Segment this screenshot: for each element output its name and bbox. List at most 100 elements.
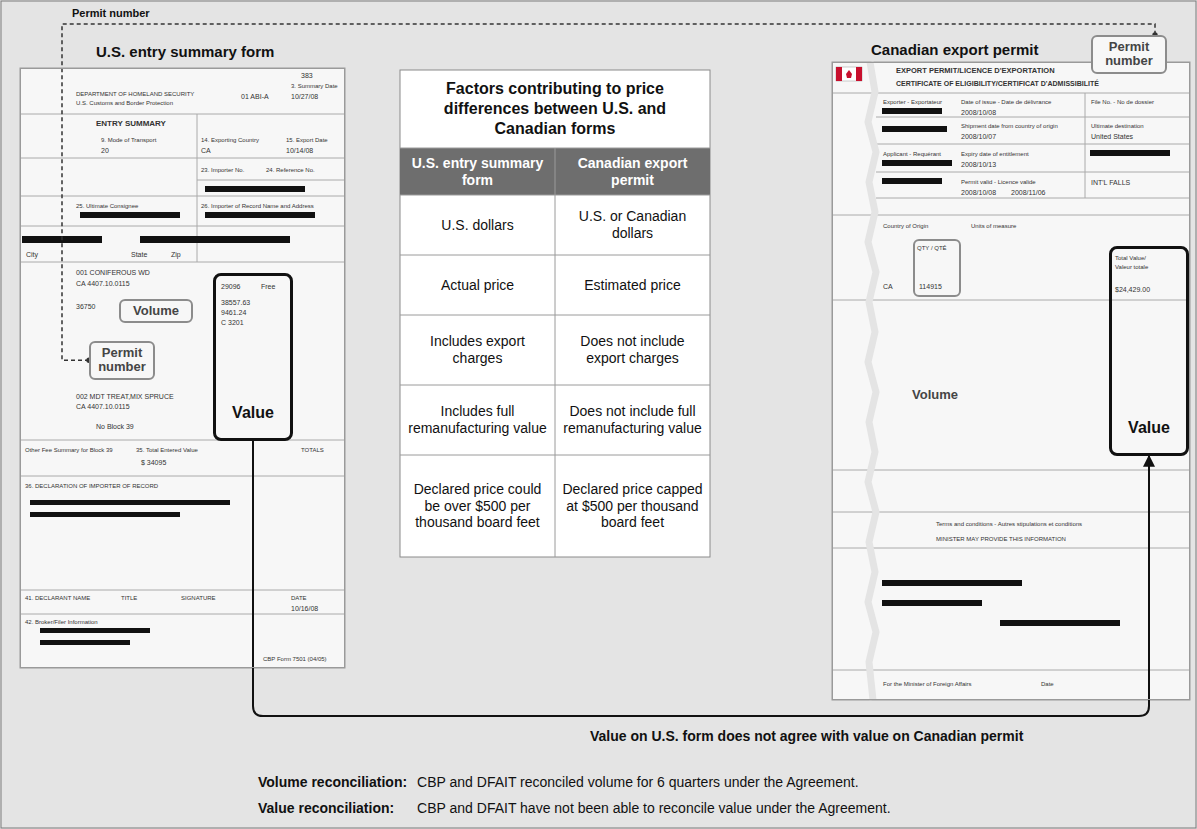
form-field-text: 42. Broker/Filer Information: [25, 619, 98, 626]
callout-label: Volume: [912, 388, 958, 403]
form-field-text: Exporter - Exportateur: [883, 99, 942, 106]
note-text: Volume reconciliation:: [258, 774, 407, 790]
form-field-text: 9461.24: [221, 309, 246, 317]
table-cell: Includes full remanufacturing value: [400, 385, 555, 455]
torn-edge: [868, 62, 876, 700]
form-field-text: U.S. Customs and Border Protection: [76, 100, 173, 107]
callout-box: Permit number: [1091, 35, 1167, 74]
form-field-text: 36750: [76, 303, 95, 311]
form-field-text: File No. - No de dossier: [1091, 99, 1154, 106]
form-field-text: 10/27/08: [291, 93, 318, 101]
table-header-cell: Canadian export permit: [555, 148, 710, 195]
redaction-bars: [22, 186, 315, 645]
form-field-text: 15. Export Date: [286, 137, 328, 144]
form-field-text: 10/14/08: [286, 147, 313, 155]
form-field-text: 25. Ultimate Consignee: [76, 203, 138, 210]
flag: [836, 67, 862, 81]
form-field-text: QTY / QTÉ: [917, 245, 947, 252]
table-ground: [400, 70, 710, 557]
form-field-text: Date: [1041, 681, 1054, 688]
callout-label: Volume: [126, 304, 186, 318]
note-text: CBP and DFAIT have not been able to reco…: [417, 800, 890, 816]
flag-bar: [856, 67, 862, 81]
form-field-text: CBP Form 7501 (04/05): [263, 656, 327, 663]
table-cell: Does not include full remanufacturing va…: [555, 385, 710, 455]
form-field-text: EXPORT PERMIT/LICENCE D'EXPORTATION: [896, 67, 1055, 76]
form-field-text: 9. Mode of Transport: [101, 137, 156, 144]
form-field-text: TITLE: [121, 595, 137, 602]
form-field-text: CA: [201, 147, 211, 155]
note-text: CBP and DFAIT reconciled volume for 6 qu…: [417, 774, 859, 790]
note-text: Value reconciliation:: [258, 800, 394, 816]
form-field-text: Expiry date of entitlement: [961, 151, 1029, 158]
table-grid: [400, 148, 710, 557]
form-sheet: [832, 62, 1190, 700]
form-field-text: Shipment date from country of origin: [961, 123, 1058, 130]
flag-bar: [836, 67, 842, 81]
form-field-text: 2008/10/13: [961, 161, 996, 169]
connector-label: Permit number: [72, 7, 150, 19]
form-field-text: 3. Summary Date: [291, 83, 338, 90]
form-field-text: Free: [261, 283, 275, 291]
form-field-text: Units of measure: [971, 223, 1016, 230]
connector-label: Value on U.S. form does not agree with v…: [590, 728, 1023, 744]
form-field-text: 20: [101, 147, 109, 155]
form-field-text: 29096: [221, 283, 240, 291]
callout-label: Value: [232, 404, 274, 422]
form-field-text: 10/16/08: [291, 605, 318, 613]
callout-box: Volume: [119, 299, 193, 323]
table-cell: U.S. or Canadian dollars: [555, 195, 710, 255]
form-field-text: 14. Exporting Country: [201, 137, 259, 144]
form-field-text: No Block 39: [96, 423, 134, 431]
flag-leaf: [846, 70, 852, 78]
form-field-text: Permit valid - Licence valide: [961, 179, 1036, 186]
form-field-text: CA 4407.10.0115: [76, 403, 130, 411]
form-field-text: Total Value/: [1115, 255, 1146, 262]
table-title: Factors contributing to price difference…: [400, 70, 710, 148]
form-field-text: Ultimate destination: [1091, 123, 1144, 130]
connector: [253, 441, 1149, 716]
table-cell: Does not include export charges: [555, 315, 710, 385]
form-field-text: 383: [301, 72, 313, 80]
form-field-text: United States: [1091, 133, 1133, 141]
form-field-text: $ 34095: [141, 459, 166, 467]
form-field-text: 2008/10/08: [961, 109, 996, 117]
volume-callout: Volume: [913, 239, 961, 297]
form-field-text: Country of Origin: [883, 223, 928, 230]
form-field-text: State: [131, 251, 147, 259]
table-cell: Estimated price: [555, 255, 710, 315]
table-header-cell: U.S. entry summary form: [400, 148, 555, 195]
form-field-text: City: [26, 251, 38, 259]
form-field-text: CERTIFICATE OF ELIGIBILITY/CERTIFICAT D'…: [896, 80, 1099, 88]
table-cell: U.S. dollars: [400, 195, 555, 255]
form-image: U.S. entry summary form3833. Summary Dat…: [20, 68, 345, 668]
form-field-text: SIGNATURE: [181, 595, 216, 602]
form-field-text: 38557.63: [221, 299, 250, 307]
form-field-text: Date of issue - Date de délivrance: [961, 99, 1051, 106]
form-field-text: 26. Importer of Record Name and Address: [201, 203, 314, 210]
form-field-text: 001 CONIFEROUS WD: [76, 269, 150, 277]
form-field-text: Terms and conditions - Autres stipulatio…: [936, 521, 1082, 528]
form-field-text: Valeur totale: [1115, 264, 1148, 271]
form-field-text: 002 MDT TREAT,MIX SPRUCE: [76, 393, 174, 401]
form-rules: [832, 93, 1190, 670]
table-cell: Includes export charges: [400, 315, 555, 385]
form-field-text: 35. Total Entered Value: [136, 447, 198, 454]
table-cell: Declared price capped at $500 per thousa…: [555, 455, 710, 557]
form-field-text: C 3201: [221, 319, 244, 327]
callout-label: Permit number: [1098, 40, 1160, 69]
form-field-text: 23. Importer No.: [201, 167, 244, 174]
form-field-text: 36. DECLARATION OF IMPORTER OF RECORD: [25, 483, 158, 490]
table-cell: Declared price could be over $500 per th…: [400, 455, 555, 557]
redaction-bars: [882, 108, 1170, 626]
connector: [62, 24, 1155, 360]
form-field-text: Other Fee Summary for Block 39: [25, 447, 113, 454]
form-field-text: 2008/10/07: [961, 133, 996, 141]
form-field-text: DATE: [291, 595, 307, 602]
value-callout: Value: [213, 273, 293, 441]
form-heading: Canadian export permit: [871, 41, 1039, 58]
form-field-text: MINISTER MAY PROVIDE THIS INFORMATION: [936, 536, 1066, 543]
form-sheet: [20, 68, 345, 668]
